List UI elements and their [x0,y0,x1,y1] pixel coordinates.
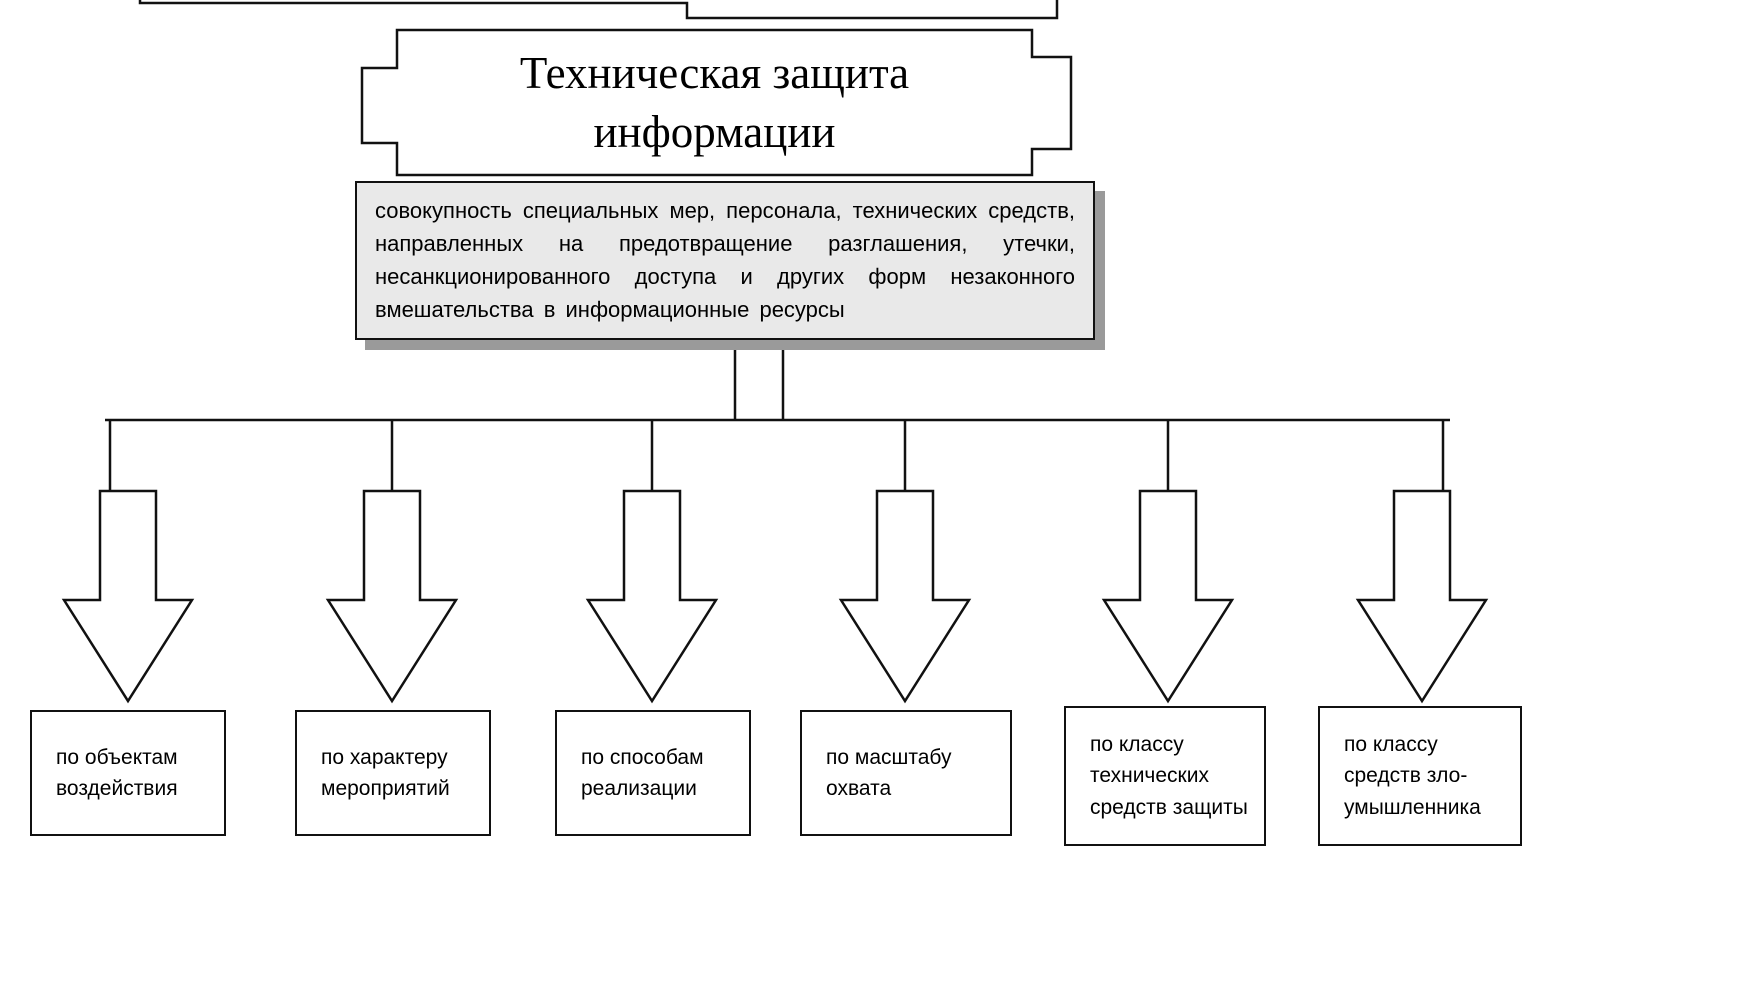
title-banner-shape [360,28,1073,177]
category-box-implementation: по способам реализации [555,710,751,836]
category-label: по масштабу охвата [826,745,952,801]
block-down-arrow-5 [1101,489,1235,704]
block-down-arrow-4 [838,489,972,704]
category-label: по классу технических средств защиты [1090,732,1248,819]
block-down-arrow-3 [585,489,719,704]
definition-text: совокупность специальных мер, персонала,… [375,198,1075,322]
category-label: по объектам воздействия [56,745,178,801]
block-down-arrow-6 [1355,489,1489,704]
block-down-arrow-1 [61,489,195,704]
category-label: по классу средств зло- умышленника [1344,732,1481,819]
category-box-objects: по объектам воздействия [30,710,226,836]
category-box-intruder-class: по классу средств зло- умышленника [1318,706,1522,846]
crop-artifact-line [138,0,1059,20]
category-box-protection-class: по классу технических средств защиты [1064,706,1266,846]
connector-lines [105,340,1450,492]
block-down-arrow-2 [325,489,459,704]
category-label: по способам реализации [581,745,704,801]
block-down-arrows [61,489,1489,704]
definition-box: совокупность специальных мер, персонала,… [355,181,1095,340]
category-label: по характеру мероприятий [321,745,450,801]
diagram-title: Техническая защита информации [519,48,910,157]
category-box-scale: по масштабу охвата [800,710,1012,836]
category-box-measures: по характеру мероприятий [295,710,491,836]
